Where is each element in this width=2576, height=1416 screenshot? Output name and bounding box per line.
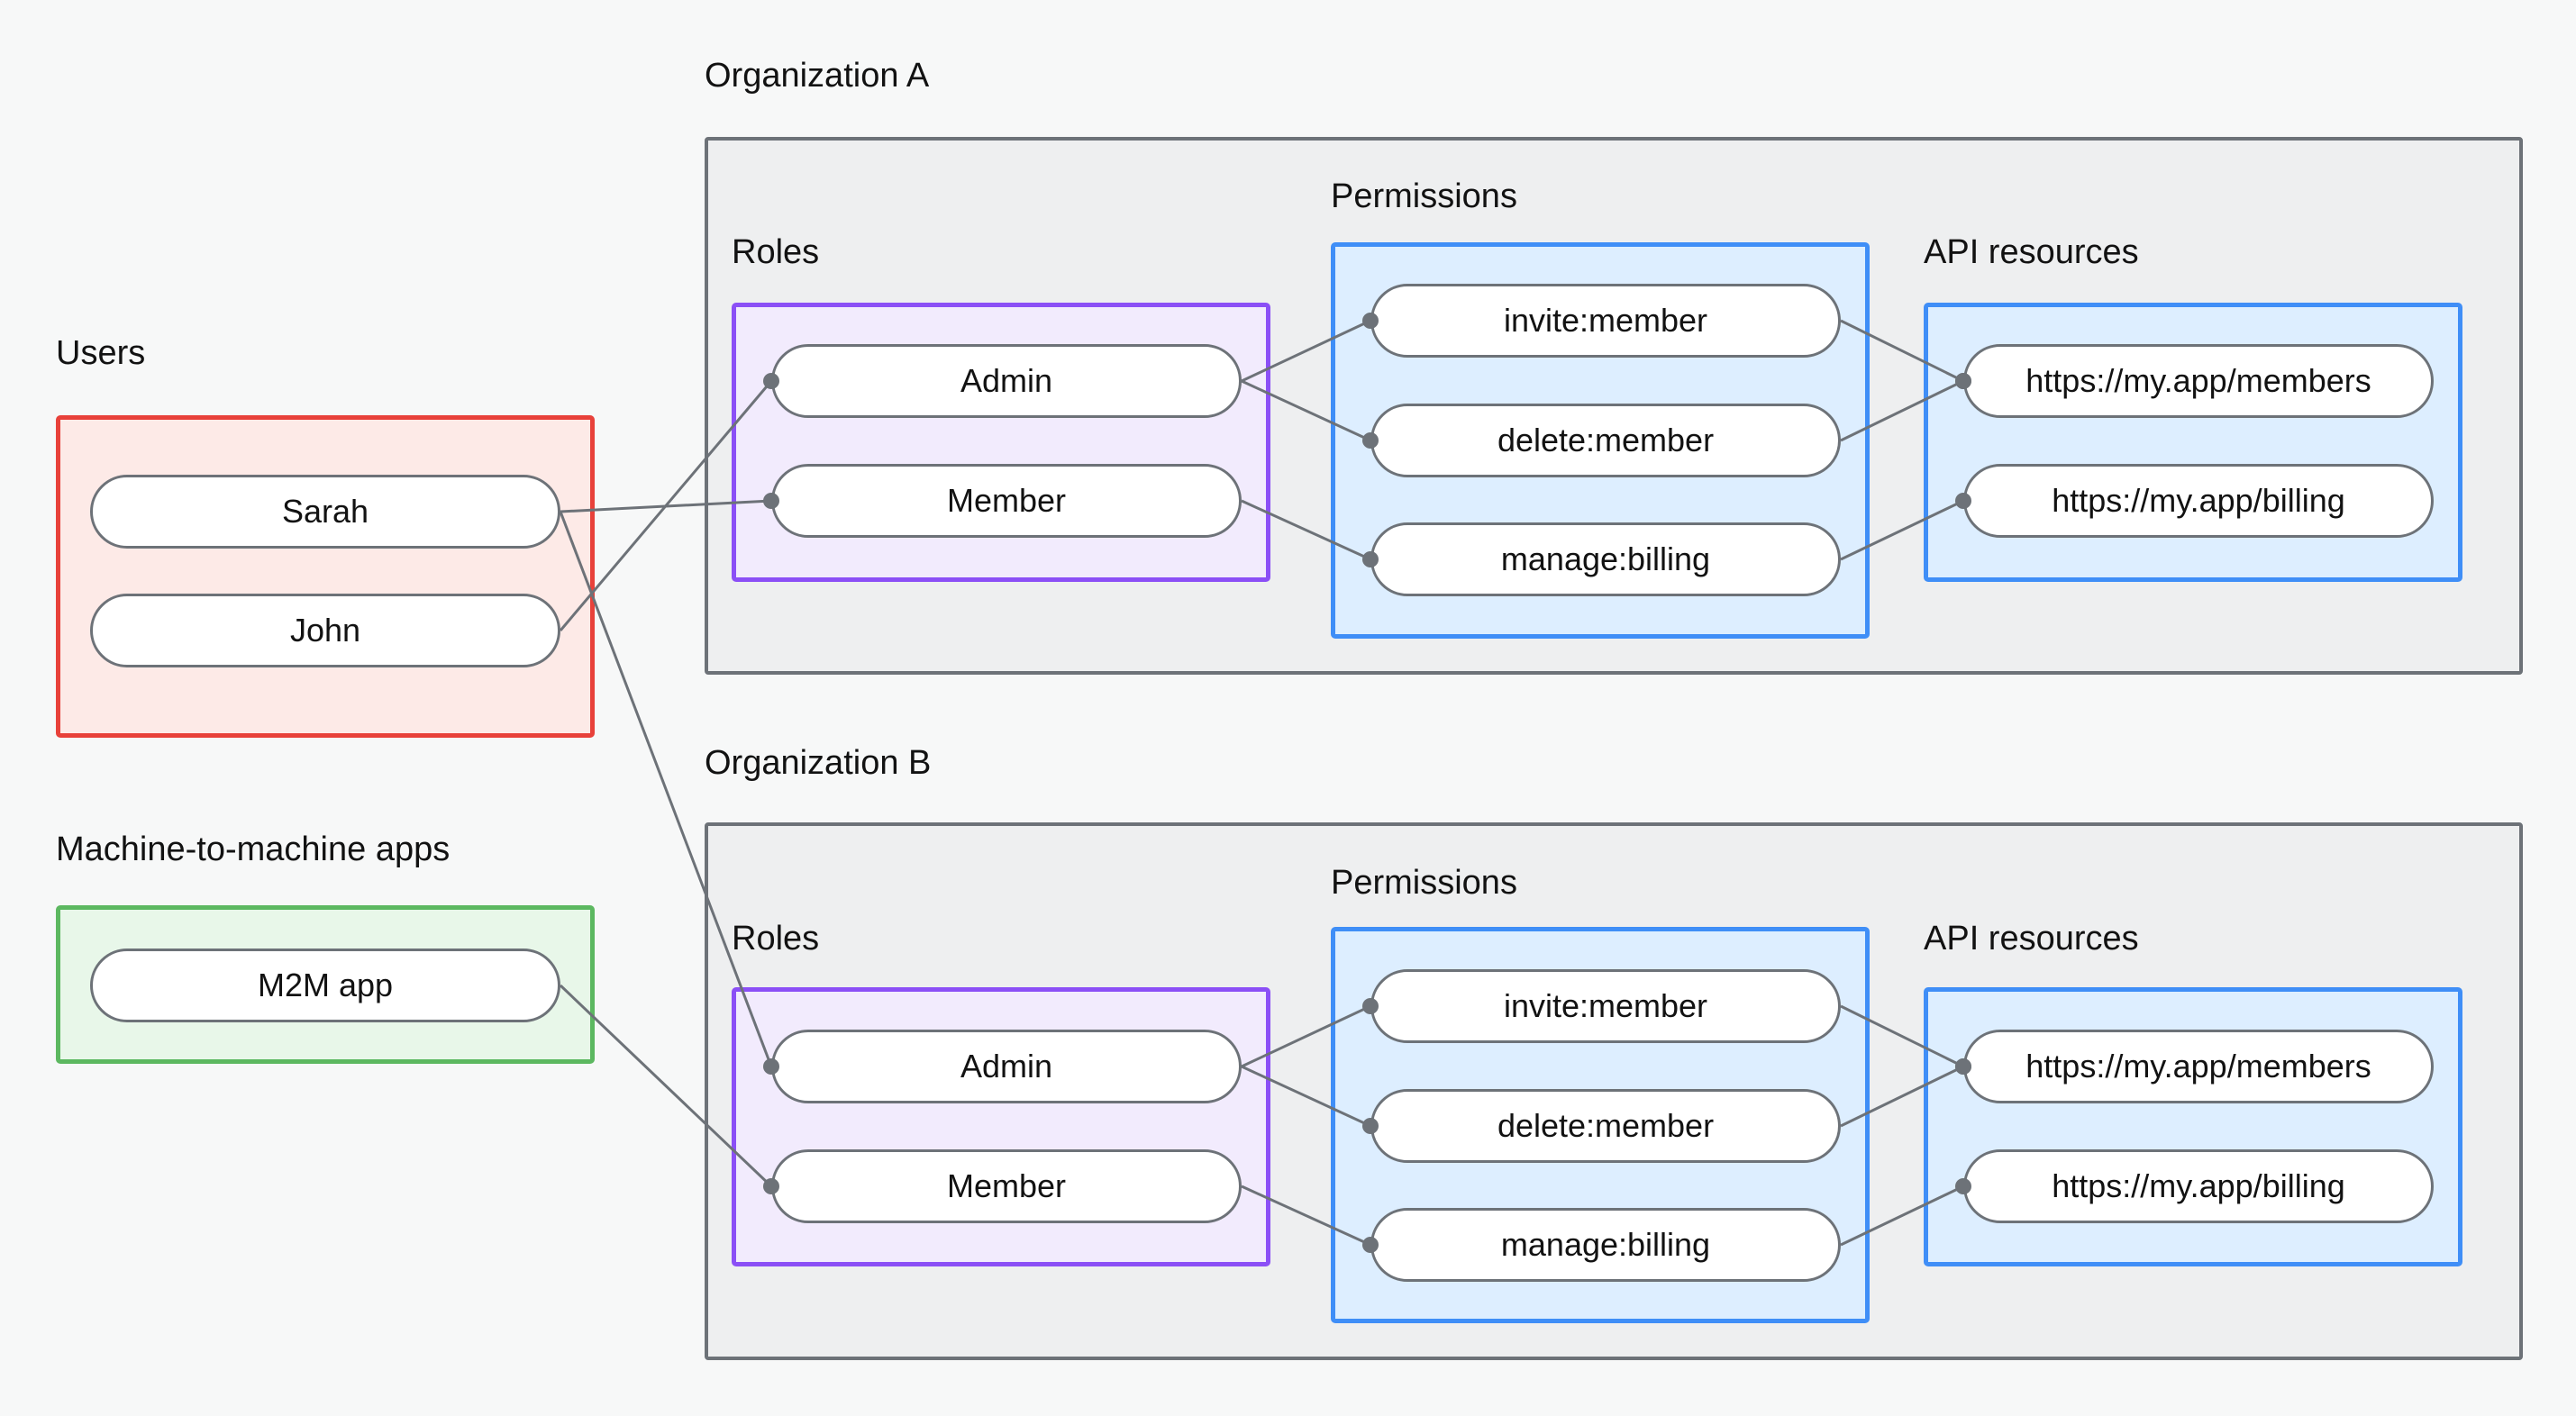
user-pill-john[interactable]: John (90, 594, 560, 667)
permission-pill-org-b-invite-member[interactable]: invite:member (1370, 969, 1841, 1043)
node-label: M2M app (257, 967, 394, 1003)
node-label: Member (946, 1167, 1067, 1204)
bucket-users-bucket (56, 415, 595, 738)
node-label: Admin (960, 1048, 1053, 1085)
permission-pill-org-a-manage-billing[interactable]: manage:billing (1370, 522, 1841, 596)
permission-pill-org-a-invite-member[interactable]: invite:member (1370, 284, 1841, 358)
role-pill-org-a-member[interactable]: Member (771, 464, 1242, 538)
api-resource-pill-org-b-billing[interactable]: https://my.app/billing (1963, 1149, 2434, 1223)
group-label-m2m-apps: Machine-to-machine apps (56, 831, 451, 868)
group-label-permissions-a: Permissions (1331, 177, 1517, 215)
group-label-api-resources-b: API resources (1924, 920, 2139, 958)
role-pill-org-b-admin[interactable]: Admin (771, 1030, 1242, 1103)
node-label: https://my.app/billing (2052, 1167, 2345, 1204)
node-label: Admin (960, 362, 1053, 399)
permission-pill-org-b-delete-member[interactable]: delete:member (1370, 1089, 1841, 1163)
node-label: invite:member (1503, 987, 1708, 1024)
group-label-api-resources-a: API resources (1924, 233, 2139, 271)
user-pill-sarah[interactable]: Sarah (90, 475, 560, 549)
role-pill-org-b-member[interactable]: Member (771, 1149, 1242, 1223)
group-label-organization-b: Organization B (705, 744, 932, 782)
group-label-users: Users (56, 334, 146, 372)
node-label: https://my.app/members (2025, 1048, 2371, 1085)
node-label: Sarah (281, 493, 369, 530)
node-label: manage:billing (1500, 1226, 1711, 1263)
role-pill-org-a-admin[interactable]: Admin (771, 344, 1242, 418)
node-label: invite:member (1503, 302, 1708, 339)
node-label: https://my.app/billing (2052, 482, 2345, 519)
permission-pill-org-b-manage-billing[interactable]: manage:billing (1370, 1208, 1841, 1282)
node-label: delete:member (1497, 1107, 1715, 1144)
group-label-organization-a: Organization A (705, 57, 930, 95)
group-label-roles-a: Roles (732, 233, 820, 271)
node-label: John (289, 612, 361, 649)
node-label: Member (946, 482, 1067, 519)
permission-pill-org-a-delete-member[interactable]: delete:member (1370, 404, 1841, 477)
group-label-permissions-b: Permissions (1331, 864, 1517, 902)
group-label-roles-b: Roles (732, 920, 820, 958)
m2m-app-pill[interactable]: M2M app (90, 949, 560, 1022)
node-label: manage:billing (1500, 540, 1711, 577)
api-resource-pill-org-b-members[interactable]: https://my.app/members (1963, 1030, 2434, 1103)
api-resource-pill-org-a-members[interactable]: https://my.app/members (1963, 344, 2434, 418)
api-resource-pill-org-a-billing[interactable]: https://my.app/billing (1963, 464, 2434, 538)
node-label: delete:member (1497, 422, 1715, 458)
node-label: https://my.app/members (2025, 362, 2371, 399)
